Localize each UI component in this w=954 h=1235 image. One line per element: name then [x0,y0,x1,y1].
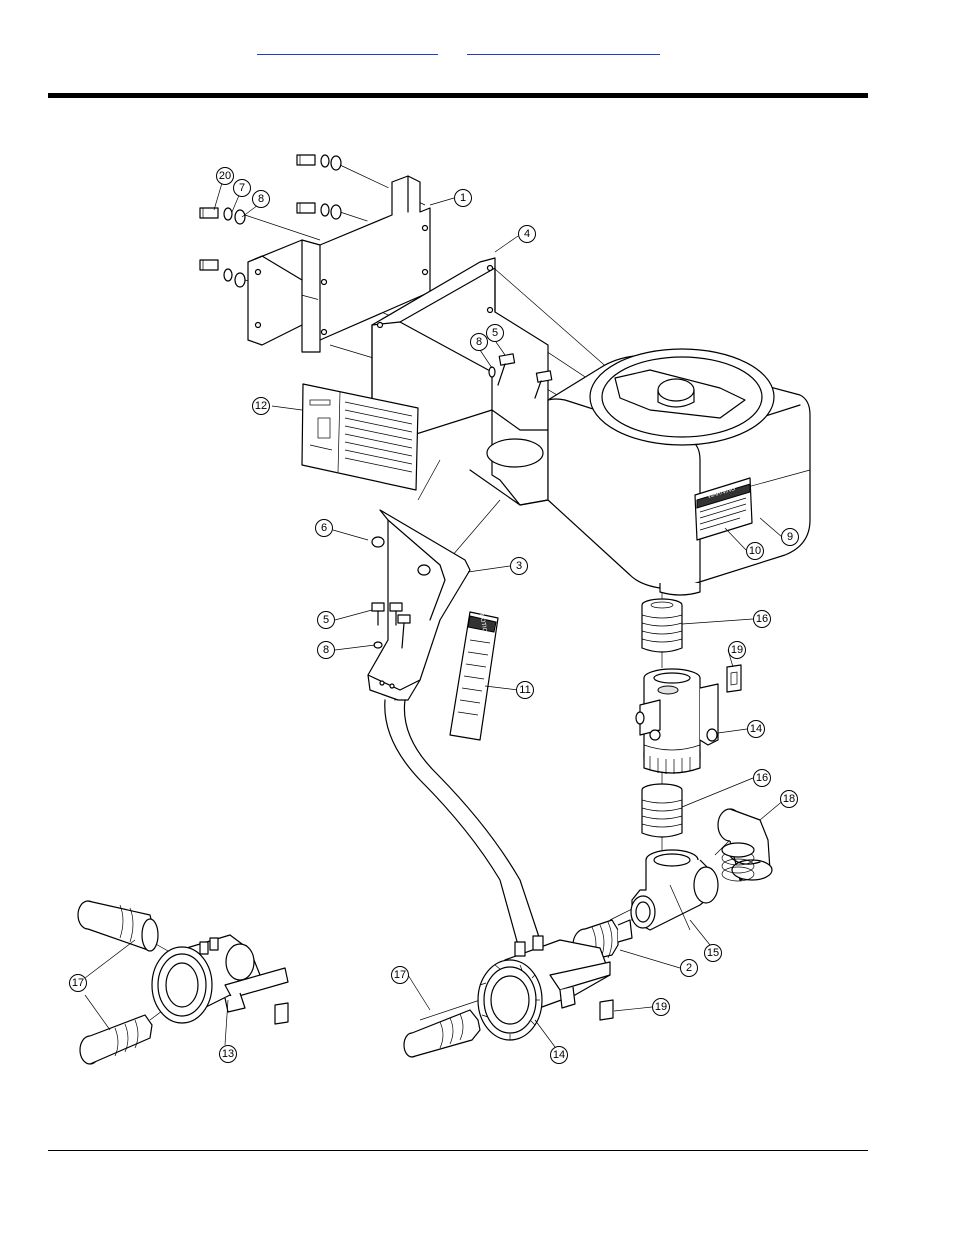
hopper [548,349,810,595]
callout-18: 18 [783,793,795,805]
bolt-stack-1 [297,155,341,170]
callout-19-lower: 19 [655,1001,667,1013]
hose-barb-left-upper [78,901,158,951]
callout-17-left: 17 [72,977,84,989]
funnel-bracket [368,510,470,700]
hose-barb-left-lower [80,1015,152,1064]
callout-11: 11 [519,684,530,696]
ball-valve-lower [478,936,610,1040]
callout-16-upper: 16 [756,613,768,625]
callout-7: 7 [239,182,245,194]
hose-barb-lower [404,1010,480,1057]
bolt-stack-3 [200,208,245,224]
bolt-stack-4 [200,260,245,287]
nipple-lower [642,784,682,837]
notice-decal: NOTICE [450,612,498,740]
callout-16-lower: 16 [756,772,768,784]
valve-decal-lower [600,1000,613,1020]
callout-9: 9 [787,531,793,543]
callout-17-center: 17 [394,969,406,981]
callout-20: 20 [219,170,231,182]
callout-19-upper: 19 [731,644,743,656]
callout-5-lower: 5 [323,614,329,626]
callout-12: 12 [255,400,267,412]
callout-6: 6 [321,522,327,534]
callout-3: 3 [516,560,522,572]
callout-8-lower: 8 [323,644,329,656]
callout-1: 1 [460,192,466,204]
callout-2: 2 [686,962,692,974]
tee-fitting [631,850,718,930]
valve-decal-upper [727,665,741,692]
callout-14-upper: 14 [750,723,762,735]
ball-valve-upper [636,669,718,774]
elbow-fitting [718,809,772,881]
callout-10: 10 [749,545,761,557]
callout-4: 4 [524,228,530,240]
nipple-upper [642,599,682,652]
callout-5-upper: 5 [492,327,498,339]
callout-14-lower: 14 [553,1049,565,1061]
callout-8-top: 8 [258,193,264,205]
callout-15: 15 [707,947,719,959]
bolt-stack-2 [297,203,341,219]
callout-8-middle: 8 [476,336,482,348]
valve-assembly-left [152,935,288,1024]
callout-13: 13 [222,1048,234,1060]
